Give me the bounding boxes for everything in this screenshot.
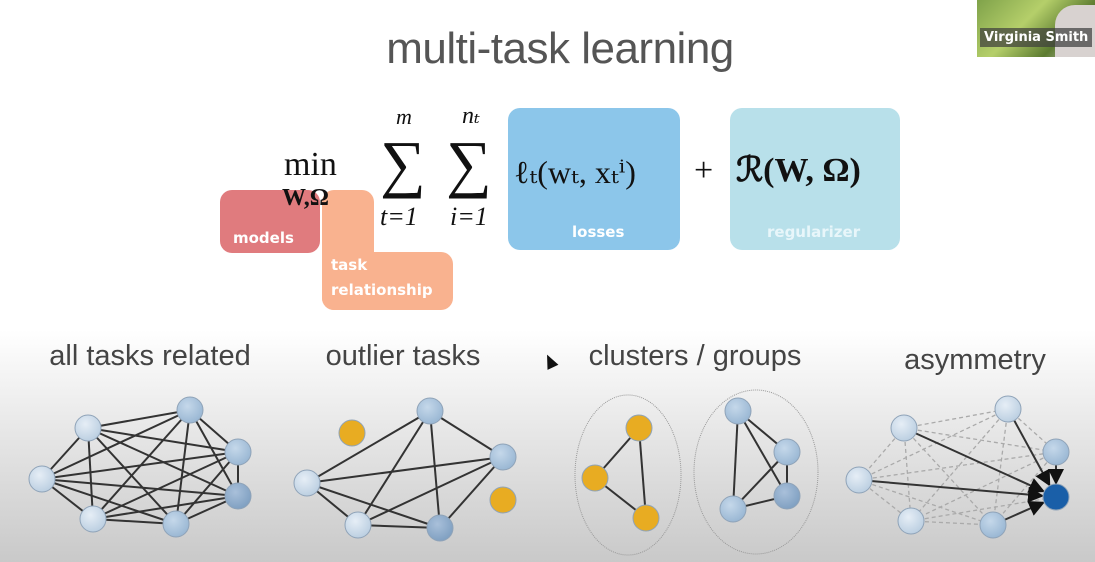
formula-min-subscript: W,Ω: [282, 185, 330, 211]
graph-node: [79, 505, 107, 533]
formula-sum1-sigma: ∑: [380, 128, 426, 199]
participant-name: Virginia Smith: [980, 28, 1093, 47]
graph-edge: [732, 410, 739, 510]
graph-node: [416, 397, 444, 425]
cluster-ellipse: [574, 394, 682, 556]
dashed-edge: [858, 451, 1057, 481]
graph-node: [176, 396, 204, 424]
regularizer-highlight: [730, 108, 900, 250]
formula-sum2-top: nₜ: [462, 103, 480, 129]
graph-edge: [41, 409, 191, 480]
graph-edge: [41, 478, 239, 497]
graph-node: [344, 511, 372, 539]
relationship-label: relationship: [331, 281, 433, 299]
cluster-node: [719, 495, 747, 523]
graph-edge: [41, 478, 177, 525]
graph-edge: [189, 409, 239, 497]
slide-title: multi-task learning: [386, 24, 734, 73]
directed-edge: [858, 479, 1045, 503]
task-label: task: [331, 256, 368, 274]
formula-sum1-bottom: t=1: [380, 202, 418, 231]
formula-loss: ℓₜ(wₜ, xₜⁱ): [514, 154, 636, 190]
target-node: [1042, 483, 1070, 511]
cluster-node: [773, 482, 801, 510]
graph-node: [897, 507, 925, 535]
graph-label-all-tasks-related: all tasks related: [49, 340, 251, 372]
dashed-edge: [910, 451, 1057, 522]
dashed-edge: [858, 408, 1009, 481]
graph-edge: [87, 409, 191, 429]
graph-node: [426, 514, 454, 542]
graph-node: [293, 469, 321, 497]
dashed-edge: [910, 408, 1009, 522]
cluster-node: [581, 464, 609, 492]
graph-edge: [357, 456, 504, 526]
graph-edge: [439, 456, 504, 529]
graph-edge: [306, 410, 431, 484]
graph-node: [224, 482, 252, 510]
graph-edge: [175, 451, 239, 525]
graph-edge: [357, 410, 431, 526]
outlier-node: [338, 419, 366, 447]
outlier-node: [489, 486, 517, 514]
cluster-node: [724, 397, 752, 425]
graph-edge: [41, 451, 239, 480]
graph-node: [224, 438, 252, 466]
formula-sum1-top: m: [396, 104, 412, 129]
dashed-edge: [992, 451, 1057, 526]
formula-min: min: [284, 146, 337, 183]
graph-edge: [87, 427, 94, 520]
graph-edge: [357, 524, 441, 529]
dashed-edge: [903, 408, 1009, 429]
dashed-edge: [903, 427, 1057, 453]
graph-label-asymmetry: asymmetry: [904, 344, 1046, 376]
graph-node: [162, 510, 190, 538]
losses-label: losses: [572, 223, 625, 241]
graph-node: [845, 466, 873, 494]
graph-edge: [92, 451, 239, 520]
cluster-node: [632, 504, 660, 532]
graph-node: [489, 443, 517, 471]
formula-sum2-bottom: i=1: [450, 202, 488, 231]
graph-edge: [175, 409, 191, 525]
graph-node: [28, 465, 56, 493]
dashed-edge: [858, 479, 994, 526]
graph-node: [979, 511, 1007, 539]
graph-edge: [306, 482, 441, 529]
graph-node: [1042, 438, 1070, 466]
dashed-edge: [903, 427, 912, 522]
formula-regularizer: ℛ(W, Ω): [736, 152, 861, 189]
graph-node: [890, 414, 918, 442]
dashed-edge: [992, 408, 1009, 526]
task-relationship-highlight-base: [322, 252, 453, 310]
graph-label-clusters-groups: clusters / groups: [588, 340, 802, 372]
regularizer-label: regularizer: [767, 223, 861, 241]
graph-edge: [429, 410, 441, 529]
formula-plus: +: [694, 152, 714, 189]
directed-edge: [1007, 408, 1051, 487]
formula-sum2-sigma: ∑: [446, 128, 492, 199]
losses-highlight: [508, 108, 680, 250]
cluster-node: [625, 414, 653, 442]
graph-edge: [737, 410, 788, 497]
cluster-node: [773, 438, 801, 466]
participant-video-tile[interactable]: Virginia Smith: [977, 0, 1095, 57]
directed-edge: [903, 427, 1046, 493]
graph-edge: [92, 495, 239, 520]
models-highlight: [220, 190, 320, 253]
models-label: models: [233, 229, 294, 247]
graph-edge: [638, 427, 647, 519]
graph-edge: [429, 410, 504, 458]
graph-node: [74, 414, 102, 442]
graph-edge: [92, 518, 177, 525]
graph-edge: [306, 456, 504, 484]
dashed-edge: [903, 427, 994, 526]
graph-label-outlier-tasks: outlier tasks: [325, 340, 481, 372]
cluster-ellipse: [693, 389, 819, 555]
graph-node: [994, 395, 1022, 423]
